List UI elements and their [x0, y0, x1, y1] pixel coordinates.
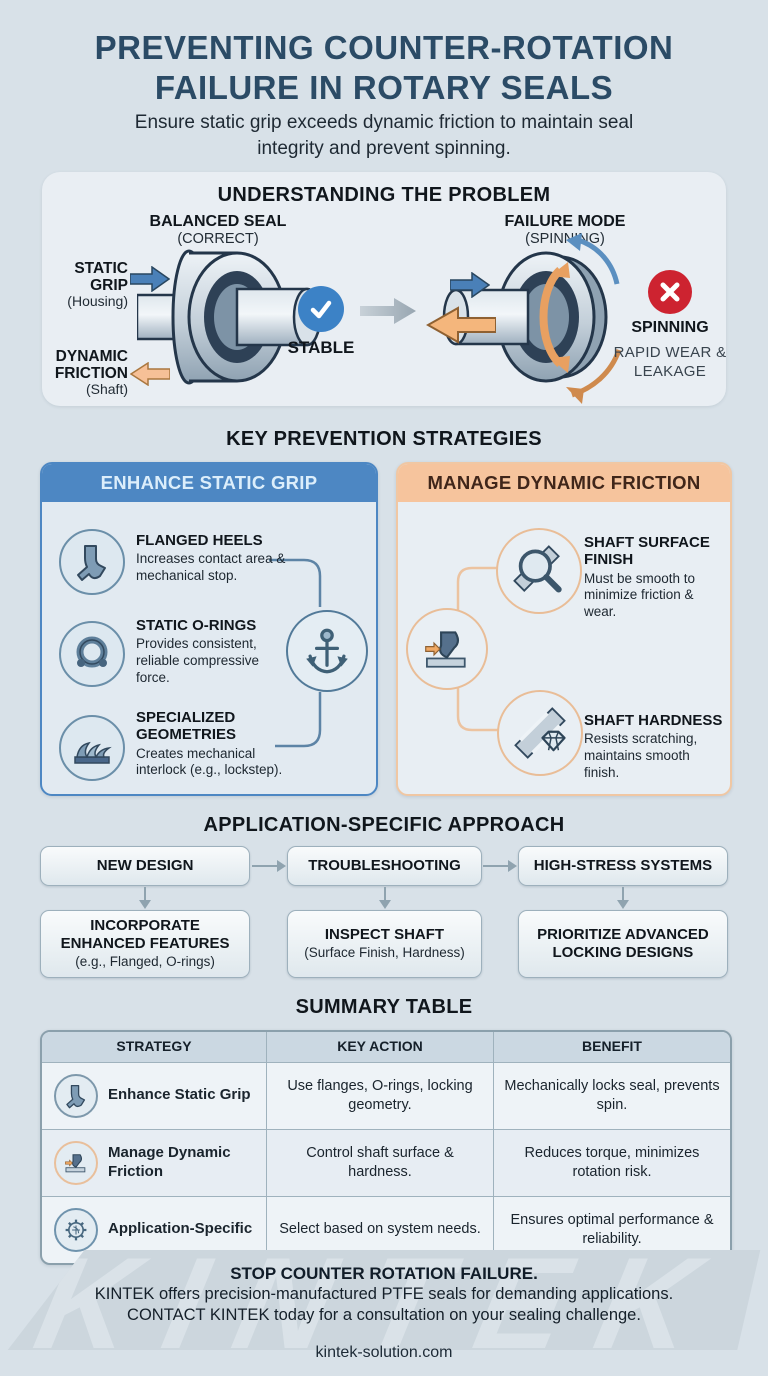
stable-label: STABLE [287, 338, 355, 357]
strategy-item-shaft-hardness: SHAFT HARDNESS Resists scratching, maint… [584, 712, 724, 782]
error-icon [648, 270, 692, 314]
table-row: Application-Specific [42, 1195, 267, 1263]
title-line2: FAILURE IN ROTARY SEALS [154, 68, 614, 106]
item-desc: Provides consistent, reliable compressiv… [136, 636, 260, 685]
enhance-static-grip-panel: ENHANCE STATIC GRIP FLANGED HEELS Increa… [40, 462, 378, 796]
flow-box-troubleshooting: TROUBLESHOOTING [286, 846, 483, 886]
o-ring-icon [59, 621, 125, 687]
dynamic-friction-arrow-icon [130, 362, 170, 386]
dynamic-friction-sub: (Shaft) [85, 381, 128, 398]
table-cell-action: Select based on system needs. [267, 1195, 494, 1263]
table-row: Manage Dynamic Friction [42, 1128, 267, 1196]
problem-heading: UNDERSTANDING THE PROBLEM [217, 184, 551, 206]
gear-icon [54, 1207, 98, 1252]
flow-box-new-design: NEW DESIGN [40, 846, 251, 886]
item-title: STATIC O-RINGS [136, 617, 257, 634]
item-title: SHAFT HARDNESS [584, 712, 723, 729]
enhance-static-grip-header: ENHANCE STATIC GRIP [42, 464, 376, 502]
flow-box-label: INSPECT SHAFT [324, 926, 445, 944]
approach-heading: APPLICATION-SPECIFIC APPROACH [203, 814, 565, 836]
strategy-item-static-o-rings: STATIC O-RINGS Provides consistent, reli… [136, 617, 288, 687]
static-grip-sub: (Housing) [67, 293, 128, 310]
flow-box-label: INCORPORATE ENHANCED FEATURES [60, 917, 230, 953]
table-cell-action: Control shaft surface & hardness. [267, 1128, 494, 1196]
flow-box-label: TROUBLESHOOTING [308, 857, 461, 874]
summary-heading: SUMMARY TABLE [295, 996, 473, 1018]
item-title: SPECIALIZED GEOMETRIES [136, 709, 237, 744]
flow-box-high-stress: HIGH-STRESS SYSTEMS [517, 846, 728, 886]
item-desc: Resists scratching, maintains smooth fin… [584, 731, 698, 780]
flanged-heel-icon [54, 1073, 98, 1118]
footer-line2: CONTACT KINTEK today for a consultation … [127, 1306, 641, 1325]
flow-box-label: NEW DESIGN [96, 857, 194, 874]
table-strategy-label: Manage Dynamic Friction [108, 1143, 231, 1180]
static-grip-label: STATIC GRIP (Housing) [46, 260, 128, 309]
title-line1: PREVENTING COUNTER-ROTATION [94, 29, 674, 66]
item-title: FLANGED HEELS [136, 532, 263, 549]
table-strategy-label: Enhance Static Grip [108, 1086, 251, 1104]
table-header-benefit: BENEFIT [494, 1032, 730, 1062]
spinning-label: SPINNING [631, 319, 709, 336]
anchor-icon [286, 610, 368, 692]
problem-panel: UNDERSTANDING THE PROBLEM BALANCED SEAL … [42, 172, 726, 406]
balanced-seal-title: BALANCED SEAL (CORRECT) [138, 212, 298, 249]
footer-headline: STOP COUNTER ROTATION FAILURE. [230, 1264, 538, 1283]
table-cell-benefit: Ensures optimal performance & reliabilit… [494, 1195, 730, 1263]
flow-box-label: HIGH-STRESS SYSTEMS [533, 857, 713, 874]
strategy-item-specialized-geometries: SPECIALIZED GEOMETRIES Creates mechanica… [136, 709, 296, 779]
item-desc: Increases contact area & mechanical stop… [136, 551, 286, 584]
flow-box-sublabel: (e.g., Flanged, O-rings) [75, 954, 215, 970]
footer-band: KINTEK [7, 1250, 761, 1350]
flow-arrow-right-icon [482, 859, 518, 873]
table-header-strategy: STRATEGY [42, 1032, 267, 1062]
flow-box-locking-designs: PRIORITIZE ADVANCED LOCKING DESIGNS [517, 910, 728, 978]
flow-box-sublabel: (Surface Finish, Hardness) [304, 945, 465, 961]
strategy-item-flanged-heels: FLANGED HEELS Increases contact area & m… [136, 532, 288, 585]
page-subtitle: Ensure static grip exceeds dynamic frict… [134, 112, 634, 159]
transition-arrow-icon [360, 298, 416, 324]
seal-friction-icon [406, 608, 488, 690]
footer-line1: KINTEK offers precision-manufactured PTF… [94, 1285, 674, 1303]
item-title: SHAFT SURFACE FINISH [584, 534, 710, 569]
balanced-seal-subtitle: (CORRECT) [177, 231, 259, 248]
table-cell-benefit: Reduces torque, minimizes rotation risk. [494, 1128, 730, 1196]
manage-dynamic-friction-panel: MANAGE DYNAMIC FRICTION SHAFT SURFACE FI… [396, 462, 732, 796]
table-strategy-label: Application-Specific [108, 1220, 253, 1238]
flanged-heel-icon [59, 529, 125, 595]
summary-table: STRATEGY KEY ACTION BENEFIT Enhance Stat… [40, 1030, 732, 1265]
item-desc: Creates mechanical interlock (e.g., lock… [136, 745, 283, 778]
flow-arrow-down-icon [518, 887, 728, 909]
dynamic-friction-label: DYNAMIC FRICTION (Shaft) [42, 348, 128, 397]
page-title: PREVENTING COUNTER-ROTATION FAILURE IN R… [0, 28, 768, 107]
seal-friction-icon [54, 1140, 98, 1185]
flow-arrow-down-icon [40, 887, 250, 909]
manage-dynamic-friction-header: MANAGE DYNAMIC FRICTION [398, 464, 730, 502]
flow-box-label: PRIORITIZE ADVANCED LOCKING DESIGNS [537, 926, 709, 961]
table-header-key-action: KEY ACTION [267, 1032, 494, 1062]
table-cell-action: Use flanges, O-rings, locking geometry. [267, 1061, 494, 1129]
item-desc: Must be smooth to minimize friction & we… [584, 570, 696, 620]
flow-box-incorporate-features: INCORPORATE ENHANCED FEATURES (e.g., Fla… [40, 910, 251, 978]
table-row: Enhance Static Grip [42, 1061, 267, 1129]
strategies-heading: KEY PREVENTION STRATEGIES [226, 428, 542, 450]
check-icon [298, 286, 344, 332]
table-cell-benefit: Mechanically locks seal, prevents spin. [494, 1061, 730, 1129]
consequence-label: RAPID WEAR & LEAKAGE [613, 344, 727, 380]
flow-arrow-down-icon [287, 887, 482, 909]
static-grip-arrow-icon [130, 266, 170, 292]
website-url: kintek-solution.com [315, 1344, 453, 1361]
failure-static-arrow-icon [450, 272, 490, 298]
approach-flow: NEW DESIGN TROUBLESHOOTING HIGH-STRESS S… [40, 846, 728, 978]
specialized-geometry-icon [59, 715, 125, 781]
failure-friction-arrow-icon [426, 306, 496, 344]
flow-box-inspect-shaft: INSPECT SHAFT (Surface Finish, Hardness) [286, 910, 483, 978]
magnifier-shaft-icon [496, 528, 582, 614]
footer-text: STOP COUNTER ROTATION FAILURE. KINTEK of… [0, 1264, 768, 1327]
flow-arrow-right-icon [250, 859, 287, 873]
shaft-hardness-icon [497, 690, 583, 776]
strategy-item-shaft-surface-finish: SHAFT SURFACE FINISH Must be smooth to m… [584, 534, 720, 621]
